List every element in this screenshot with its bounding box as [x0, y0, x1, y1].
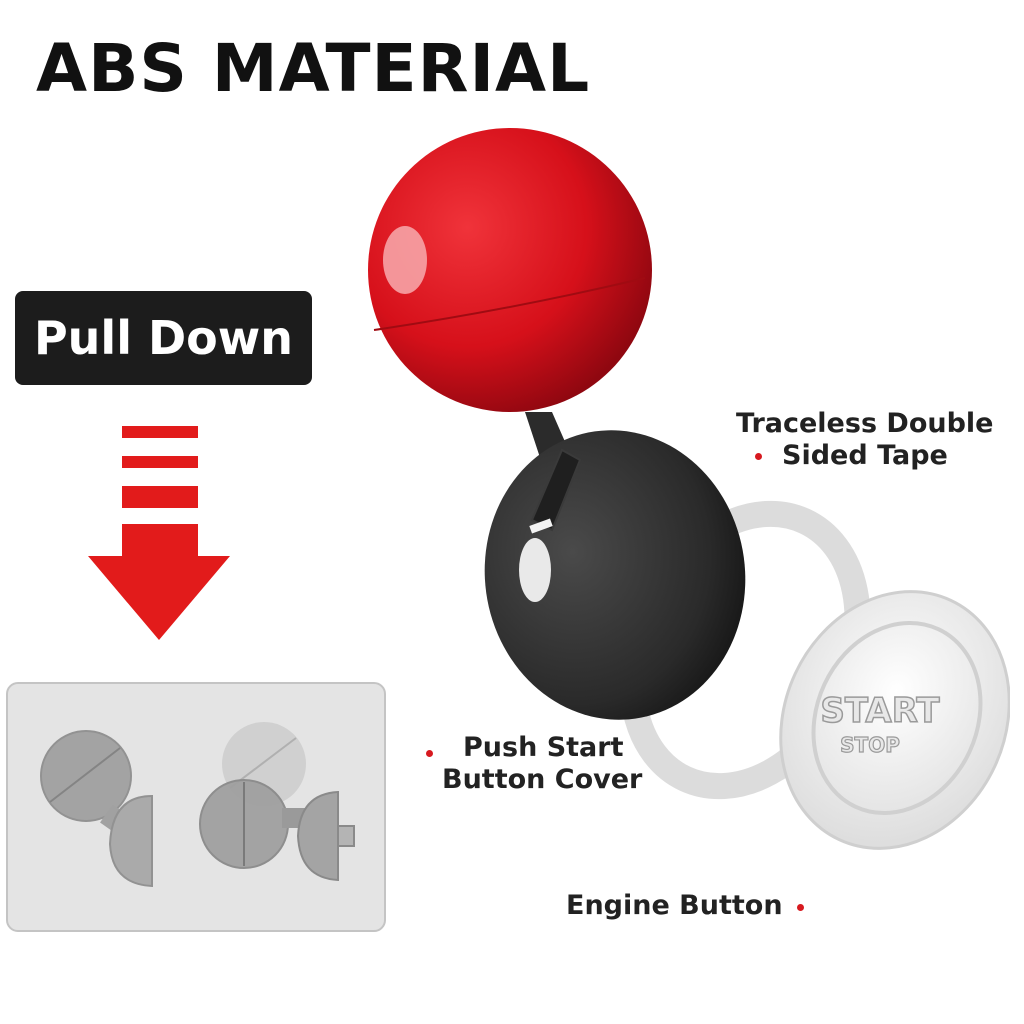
- callout-tape-line1: Traceless Double: [736, 408, 994, 439]
- engine-button-start-text: START: [820, 691, 940, 731]
- black-dome: [484, 430, 746, 720]
- callout-cover-line1: Push Start: [463, 732, 624, 763]
- headline: ABS MATERIAL: [36, 30, 591, 107]
- pull-down-badge: Pull Down: [15, 291, 312, 385]
- callout-engine-label: Engine Button: [566, 890, 783, 921]
- usage-diagram-panel: [6, 682, 386, 932]
- callout-cover-line2: Button Cover: [442, 764, 643, 795]
- callout-engine-button: Engine Button: [566, 890, 783, 922]
- engine-button-stop-text: STOP: [840, 733, 900, 757]
- callout-traceless-tape: Traceless Double Sided Tape: [736, 408, 994, 472]
- diagram-after: [199, 722, 355, 882]
- callout-cover-dot: [426, 750, 433, 757]
- callout-tape-line2: Sided Tape: [782, 440, 948, 471]
- callout-button-cover: Push Start Button Cover: [442, 732, 642, 796]
- diagram-before: [40, 730, 153, 888]
- product-illustration: START STOP: [368, 128, 1010, 850]
- usage-diagram: [40, 722, 355, 888]
- callout-engine-dot: [797, 904, 804, 911]
- pull-down-arrow-icon: [88, 426, 230, 640]
- callout-tape-dot: [755, 453, 762, 460]
- engine-button: START STOP: [779, 590, 1010, 850]
- red-ball: [368, 128, 652, 412]
- pull-down-label: Pull Down: [33, 311, 294, 365]
